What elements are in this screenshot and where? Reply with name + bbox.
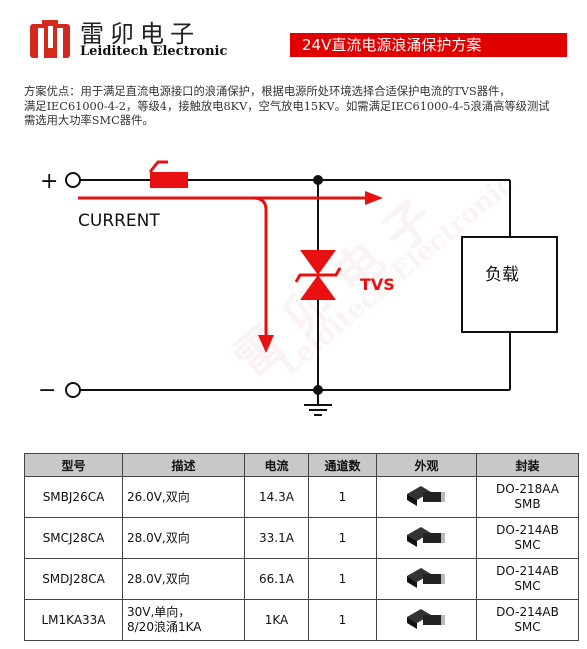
minus-terminal-label: − bbox=[38, 378, 56, 403]
header-model: 型号 bbox=[24, 453, 123, 477]
parts-table: 型号 描述 电流 通道数 外观 封装 SMBJ26CA 26.0V,双向 14.… bbox=[24, 453, 579, 641]
cell-package-line: DO-214AB bbox=[496, 605, 559, 619]
minus-terminal bbox=[65, 382, 81, 398]
table-header-row: 型号 描述 电流 通道数 外观 封装 bbox=[24, 453, 579, 477]
circuit-diagram: + 负载 − TVS CURRENT bbox=[38, 160, 558, 416]
load-label: 负载 bbox=[485, 265, 519, 285]
cell-description: 26.0V,双向 bbox=[122, 476, 245, 518]
tvs-label: TVS bbox=[360, 275, 395, 294]
cell-description-line: 28.0V,双向 bbox=[127, 571, 190, 586]
cell-package-line: DO-214AB bbox=[496, 564, 559, 578]
current-arrow-horizontal-head bbox=[365, 191, 383, 205]
description-line: 满足IEC61000-4-2，等级4，接触放电8KV，空气放电15KV。如需满足… bbox=[24, 99, 550, 113]
series-element-tab bbox=[148, 160, 168, 173]
plus-terminal bbox=[65, 172, 81, 188]
header-current: 电流 bbox=[244, 453, 309, 477]
logo-icon bbox=[30, 20, 70, 58]
cell-description-line: 28.0V,双向 bbox=[127, 530, 190, 545]
header-package: 封装 bbox=[476, 453, 579, 477]
cell-description-line: 26.0V,双向 bbox=[127, 489, 190, 504]
cell-appearance bbox=[376, 517, 477, 559]
cell-current: 1KA bbox=[244, 599, 309, 641]
current-arrow-down bbox=[252, 196, 268, 335]
cell-channels: 1 bbox=[308, 558, 377, 600]
description: 方案优点：用于满足直流电源接口的浪涌保护，根据电源所处环境选择合适保护电流的TV… bbox=[24, 85, 580, 129]
cell-current: 33.1A bbox=[244, 517, 309, 559]
cell-description: 30V,单向，8/20浪涌1KA bbox=[122, 599, 245, 641]
cell-package-line: SMC bbox=[514, 579, 541, 593]
cell-package-line: DO-214AB bbox=[496, 523, 559, 537]
tvs-diode-upper bbox=[300, 250, 336, 275]
cell-appearance bbox=[376, 599, 477, 641]
cell-model: SMBJ26CA bbox=[24, 476, 123, 518]
cell-package-line: SMC bbox=[514, 538, 541, 552]
cell-model: LM1KA33A bbox=[24, 599, 123, 641]
cell-appearance bbox=[376, 558, 477, 600]
tvs-diode-bar bbox=[294, 267, 342, 283]
package-photo-icon bbox=[406, 486, 445, 506]
brand-name-en: Leiditech Electronic bbox=[80, 44, 228, 59]
header-description: 描述 bbox=[122, 453, 245, 477]
current-label: CURRENT bbox=[78, 211, 160, 231]
cell-channels: 1 bbox=[308, 476, 377, 518]
description-line: 需选用大功率SMC器件。 bbox=[24, 114, 154, 127]
series-element bbox=[150, 172, 188, 188]
package-photo-icon bbox=[406, 568, 445, 588]
cell-package-line: SMB bbox=[514, 497, 541, 511]
cell-description: 28.0V,双向 bbox=[122, 558, 245, 600]
cell-description: 28.0V,双向 bbox=[122, 517, 245, 559]
cell-channels: 1 bbox=[308, 599, 377, 641]
cell-description-line: 8/20浪涌1KA bbox=[127, 620, 202, 634]
cell-model: SMCJ28CA bbox=[24, 517, 123, 559]
cell-channels: 1 bbox=[308, 517, 377, 559]
header-appearance: 外观 bbox=[376, 453, 477, 477]
cell-package-line: SMC bbox=[514, 620, 541, 634]
cell-current: 14.3A bbox=[244, 476, 309, 518]
tvs-diode-lower bbox=[300, 275, 336, 300]
cell-current: 66.1A bbox=[244, 558, 309, 600]
description-line: 方案优点：用于满足直流电源接口的浪涌保护，根据电源所处环境选择合适保护电流的TV… bbox=[24, 85, 511, 98]
header-channels: 通道数 bbox=[308, 453, 377, 477]
cell-model: SMDJ28CA bbox=[24, 558, 123, 600]
page-title: 24V直流电源浪涌保护方案 bbox=[290, 33, 567, 57]
package-photo-icon bbox=[406, 609, 445, 629]
cell-package-line: DO-218AA bbox=[495, 482, 559, 496]
cell-appearance bbox=[376, 476, 477, 518]
package-photo-icon bbox=[406, 527, 445, 547]
current-arrow-down-head bbox=[258, 335, 274, 353]
brand-name-cn: 雷卯电子 bbox=[80, 20, 200, 48]
cell-description-line: 30V,单向， bbox=[127, 605, 191, 619]
table-row: LM1KA33A 30V,单向，8/20浪涌1KA 1KA 1 DO-214AB… bbox=[24, 599, 579, 641]
plus-terminal-label: + bbox=[40, 169, 58, 194]
